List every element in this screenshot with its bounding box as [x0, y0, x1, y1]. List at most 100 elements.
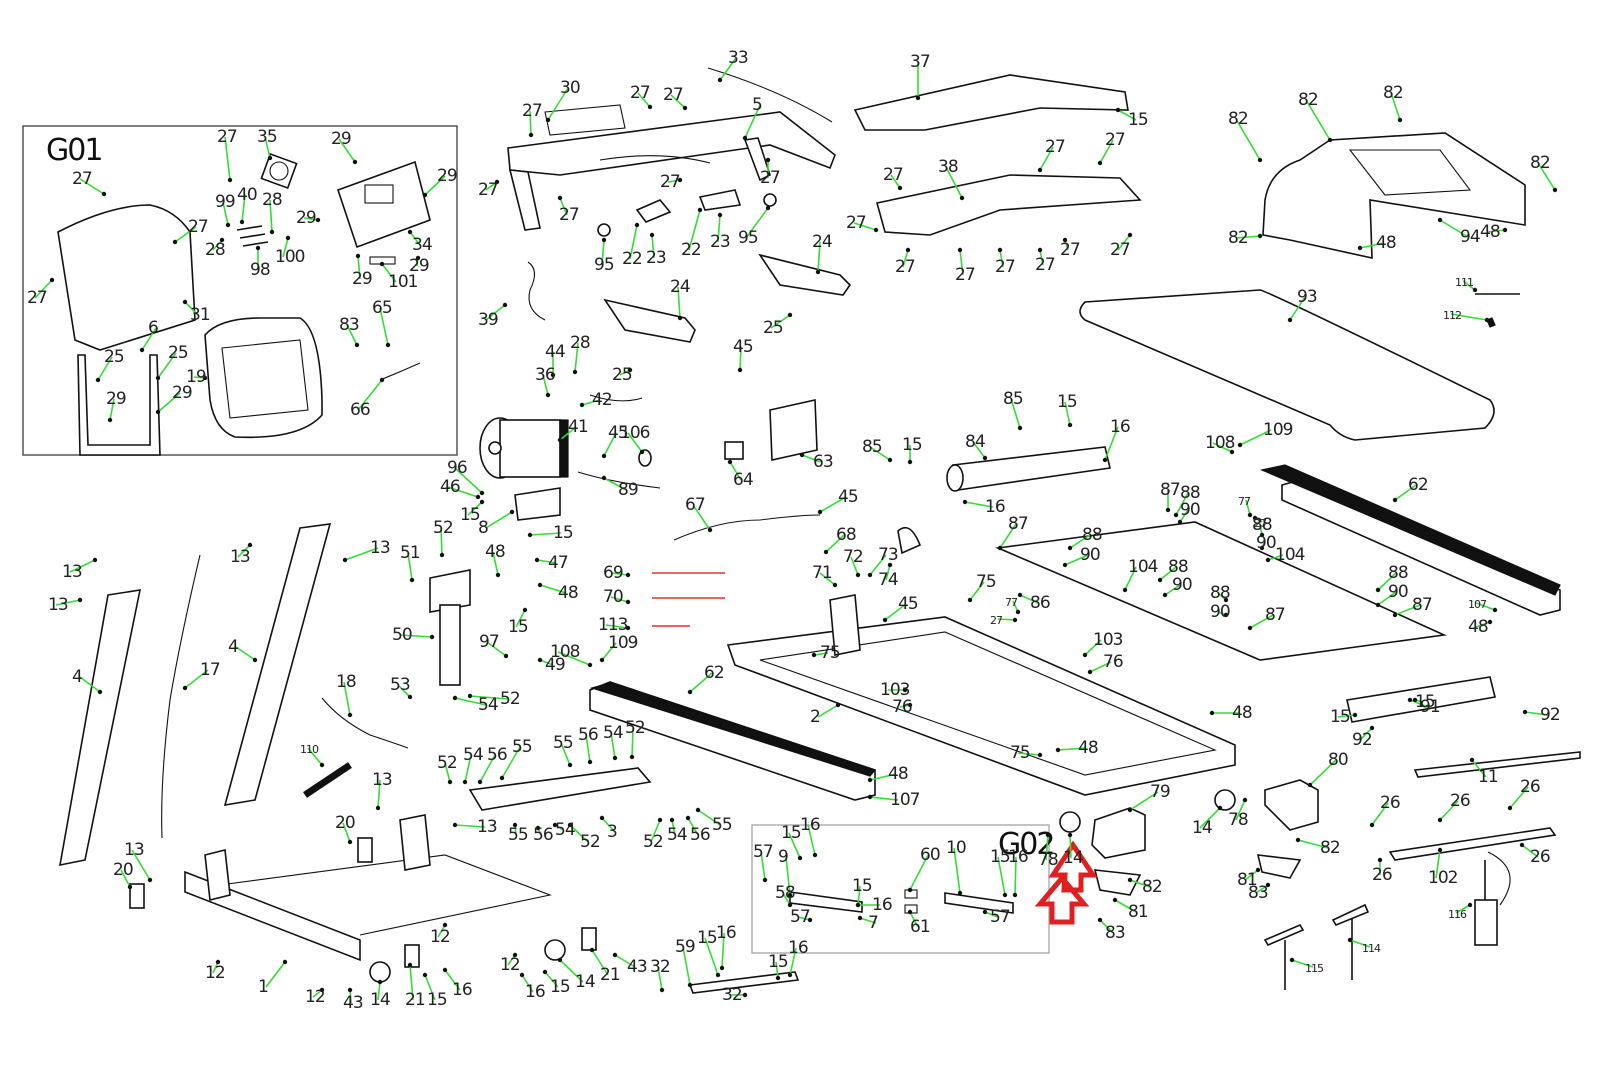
part-number-label: 115	[1305, 962, 1324, 975]
part-bracket-21	[404, 944, 420, 968]
part-number-label: 43	[343, 993, 363, 1013]
part-number-label: 16	[525, 982, 545, 1002]
part-number-label: 13	[370, 538, 390, 558]
fastener-dot	[742, 992, 748, 998]
leader-line	[869, 446, 891, 461]
leader-line	[687, 817, 699, 836]
part-number-label: 82	[1228, 228, 1248, 248]
part-number-label: 82	[1228, 109, 1248, 129]
part-base-frame	[184, 814, 552, 962]
part-number-label: 15	[852, 876, 872, 896]
part-number-label: 16	[452, 980, 472, 1000]
part-bracket	[236, 225, 263, 231]
part-number-label: 90	[1180, 500, 1200, 520]
part-controller-board	[769, 399, 818, 461]
part-basket-81	[1256, 854, 1302, 879]
fastener-dot	[347, 839, 353, 845]
fastener-dot	[1045, 832, 1051, 838]
leader-line	[817, 704, 839, 718]
fastener-dot	[815, 269, 821, 275]
fastener-dot	[429, 634, 435, 640]
fastener-dot	[495, 572, 501, 578]
fastener-dot	[1127, 232, 1133, 238]
part-number-label: 11	[1478, 767, 1498, 787]
fastener-dot	[599, 657, 605, 663]
leader-line	[265, 961, 286, 988]
leader-line	[444, 969, 461, 991]
fastener-dot	[697, 207, 703, 213]
part-number-label: 50	[392, 625, 412, 645]
part-number-label: 48	[1078, 738, 1098, 758]
leader-line	[303, 217, 319, 221]
leader-line	[574, 342, 579, 373]
fastener-dot	[379, 261, 385, 267]
part-number-label: 48	[1468, 617, 1488, 637]
fastener-dot	[579, 402, 585, 408]
fastener-dot	[717, 212, 723, 218]
fastener-dot	[907, 702, 913, 708]
fastener-dot	[612, 952, 618, 958]
fastener-dot	[77, 597, 83, 603]
fastener-dot	[567, 822, 573, 828]
part-number-label: 74	[878, 570, 898, 590]
part-rear-cover-79	[1091, 807, 1146, 859]
leader-line	[1359, 727, 1373, 741]
leader-line	[1084, 639, 1102, 656]
leader-line	[1014, 856, 1017, 896]
fastener-dot	[552, 822, 558, 828]
part-wire-89	[577, 471, 661, 489]
part-number-label: 17	[200, 660, 220, 680]
part-number-label: 111	[1455, 276, 1473, 289]
part-number-label: 80	[1328, 750, 1348, 770]
fastener-dot	[812, 852, 818, 858]
part-number-label: 48	[558, 583, 578, 603]
fastener-dot	[479, 499, 485, 505]
leader-line	[381, 263, 397, 283]
fastener-dot	[1097, 160, 1103, 166]
part-number-label: 60	[920, 845, 940, 865]
part-number-label: 104	[1275, 545, 1305, 565]
part-sensor-wire-39	[527, 261, 546, 321]
part-number-label: 15	[553, 523, 573, 543]
part-drive-motor	[479, 417, 569, 479]
leader-line	[529, 532, 562, 536]
part-number-label: 29	[437, 166, 457, 186]
part-number-label: 27	[895, 257, 915, 277]
fastener-dot	[797, 855, 803, 861]
leader-line	[1129, 879, 1151, 888]
part-number-label: 47	[548, 553, 568, 573]
part-drive-belt-74	[897, 526, 922, 555]
leader-line	[1475, 621, 1491, 628]
part-number-label: 78	[1228, 810, 1248, 830]
part-number-label: 26	[1530, 847, 1550, 867]
fastener-dot	[354, 342, 360, 348]
leader-line	[775, 961, 779, 979]
part-number-label: 58	[775, 883, 795, 903]
part-number-label: 27	[1060, 240, 1080, 260]
fastener-dot	[601, 475, 607, 481]
fastener-dot	[225, 222, 231, 228]
leader-line	[409, 964, 414, 1001]
fastener-dot	[625, 599, 631, 605]
fastener-dot	[1287, 317, 1293, 323]
fastener-dot	[415, 255, 421, 261]
leader-line	[1377, 572, 1397, 591]
part-number-label: 96	[447, 458, 467, 478]
part-number-label: 32	[650, 957, 670, 977]
part-wheel-14	[1059, 811, 1081, 833]
leader-line	[157, 392, 181, 413]
leader-line	[479, 754, 496, 783]
part-number-label: 3	[607, 822, 617, 842]
part-number-label: 29	[331, 129, 351, 149]
fastener-dot	[695, 807, 701, 813]
leader-line	[744, 104, 761, 139]
part-number-label: 52	[500, 689, 520, 709]
fastener-dot	[982, 455, 988, 461]
leader-line	[560, 742, 571, 766]
part-number-label: 62	[1408, 475, 1428, 495]
leader-line	[1010, 398, 1021, 429]
fastener-dot	[285, 235, 291, 241]
part-number-label: 107	[890, 790, 920, 810]
part-number-label: 40	[237, 185, 257, 205]
fastener-dot	[1223, 597, 1229, 603]
